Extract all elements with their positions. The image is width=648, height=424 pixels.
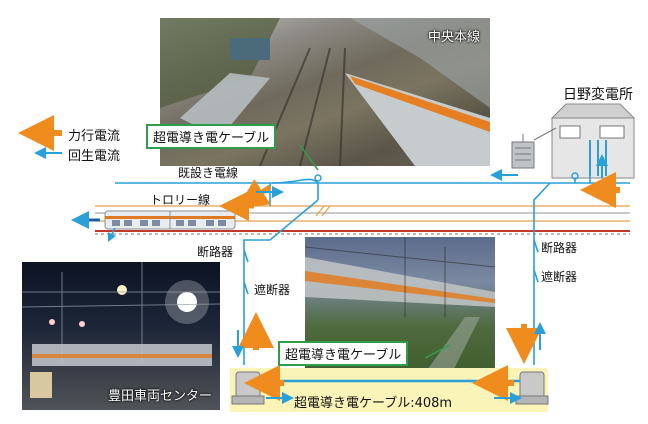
cable-length-label: 超電導き電ケーブル:408m: [294, 396, 453, 411]
regen-flow-arrow: [107, 227, 117, 243]
left-connection: [243, 174, 322, 365]
transformer: [511, 127, 557, 169]
powering-arrows: [219, 172, 620, 401]
substation-label: 日野変電所: [563, 87, 633, 103]
trolley-wire-label: トロリー線: [150, 193, 211, 207]
regen-arrows: [232, 154, 608, 404]
chuo-line-photo: 中央本線: [160, 18, 490, 166]
chuo-line-scene: [160, 18, 490, 166]
feeder-slashes: [315, 205, 331, 217]
cable-terminal-right: [515, 371, 549, 405]
cable-label-top: 超電導き電ケーブル: [146, 124, 277, 149]
toyoda-depot-photo: 豊田車両センター: [22, 262, 220, 410]
legend: [18, 115, 62, 159]
train: [104, 210, 236, 230]
cable-top-callout: [299, 144, 319, 171]
toyoda-depot-scene: [22, 262, 220, 398]
interrupter-left-label: 遮断器: [254, 283, 291, 297]
trial-section-scene: [305, 237, 495, 387]
existing-feeder-label: 既設き電線: [178, 166, 239, 180]
cable-label-mid: 超電導き電ケーブル: [278, 341, 409, 366]
interrupter-right-label: 遮断器: [541, 270, 578, 284]
substation-building: [550, 103, 636, 179]
breaker-right-label: 断路器: [541, 241, 578, 255]
legend-regen: 回生電流: [68, 149, 121, 164]
cable-mid-callout: [424, 344, 451, 359]
breaker-left-label: 断路器: [197, 245, 234, 259]
toyoda-depot-caption: 豊田車両センター: [107, 389, 212, 404]
legend-powering: 力行電流: [68, 129, 121, 144]
cable-terminal-left: [231, 371, 265, 405]
chuo-line-caption: 中央本線: [427, 30, 480, 45]
